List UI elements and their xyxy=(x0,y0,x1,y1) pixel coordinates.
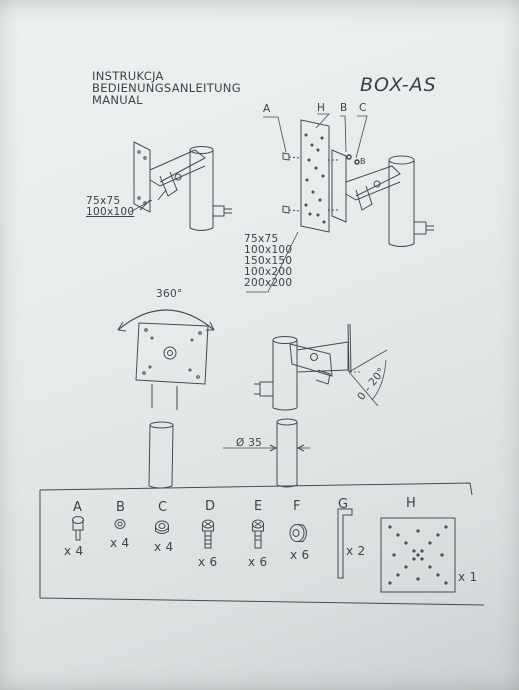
part-f-qty: x 6 xyxy=(290,548,310,562)
fig2-label-b-small: B xyxy=(360,157,366,166)
fig2-label-a: A xyxy=(263,103,271,115)
fig4-tilt xyxy=(223,323,388,488)
fig2-size-5: 200x200 xyxy=(244,277,293,289)
fig2-size-3: 150x150 xyxy=(244,255,293,267)
fig2-size-4: 100x200 xyxy=(244,266,293,278)
part-c-qty: x 4 xyxy=(154,540,174,554)
part-f-letter: F xyxy=(293,499,301,514)
rotation-label: 360° xyxy=(156,288,183,300)
fig1-bracket xyxy=(129,141,232,231)
part-e-qty: x 6 xyxy=(248,555,268,569)
part-d-qty: x 6 xyxy=(198,555,218,569)
fig2-label-h: H xyxy=(317,102,326,114)
part-b-letter: B xyxy=(116,500,126,515)
fig1-size-1: 75x75 xyxy=(86,195,121,207)
part-a-letter: A xyxy=(73,500,83,515)
fig2-label-c: C xyxy=(359,102,367,114)
part-a-qty: x 4 xyxy=(64,544,84,558)
part-h-qty: x 1 xyxy=(458,570,478,584)
parts-drawings xyxy=(72,508,456,593)
fig2-size-2: 100x100 xyxy=(244,244,293,256)
fig2-exploded xyxy=(246,113,434,293)
part-e-letter: E xyxy=(254,499,263,514)
title-polish: INSTRUKCJA xyxy=(92,69,164,83)
fig2-size-1: 75x75 xyxy=(244,233,279,245)
part-d-letter: D xyxy=(205,499,216,514)
fig1-size-2: 100x100 xyxy=(86,206,135,218)
part-g-letter: G xyxy=(338,497,349,512)
fig3-rotation xyxy=(117,309,215,489)
title-german: BEDIENUNGSANLEITUNG xyxy=(92,81,241,95)
parts-frame xyxy=(39,482,485,606)
title-english: MANUAL xyxy=(92,93,143,107)
diameter-label: Ø 35 xyxy=(236,437,263,449)
part-h-letter: H xyxy=(406,496,417,511)
fig2-label-b: B xyxy=(340,102,348,114)
model-name: BOX-AS xyxy=(360,74,437,96)
part-c-letter: C xyxy=(158,500,168,515)
part-b-qty: x 4 xyxy=(110,536,130,550)
part-g-qty: x 2 xyxy=(346,544,366,558)
